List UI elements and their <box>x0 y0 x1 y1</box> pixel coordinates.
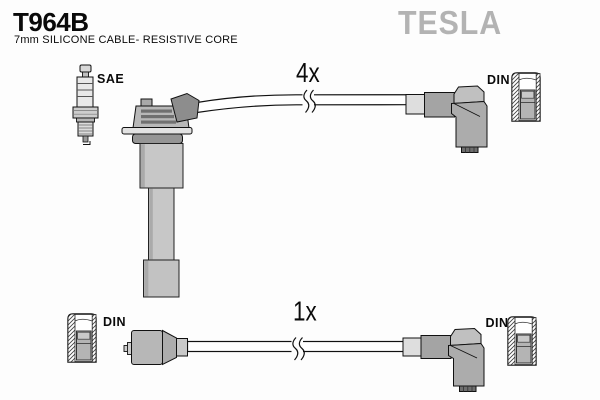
din-connector-icon-top-right <box>511 72 541 122</box>
angled-boot-top-right <box>405 85 488 153</box>
boot-entry-sleeve <box>402 337 422 357</box>
din-label-bottom-right: DIN <box>486 316 509 330</box>
product-description: 7mm SILICONE CABLE- RESISTIVE CORE <box>14 34 238 46</box>
din-label-bottom-left: DIN <box>103 315 126 329</box>
cable-break-icon-bottom <box>291 337 305 361</box>
din-connector-icon-bottom-right <box>507 316 537 366</box>
din-label-top-right: DIN <box>487 73 510 87</box>
ignition-cable-top <box>196 94 408 114</box>
boot-upper-body <box>139 143 184 189</box>
brand-logo: TESLA <box>398 4 503 41</box>
boot-tip-sleeve <box>143 259 180 298</box>
boot-taper <box>162 329 177 366</box>
boot-barrel <box>420 335 452 359</box>
quantity-label-top: 4x <box>296 58 320 89</box>
boot-entry-sleeve <box>405 94 426 115</box>
coil-on-plug-boot <box>121 92 200 298</box>
din-connector-icon-bottom-left <box>67 313 97 363</box>
part-number-title: T964B <box>13 7 89 37</box>
angled-boot-bottom-right <box>402 327 485 392</box>
boot-body <box>131 330 163 365</box>
boot-body <box>451 100 488 148</box>
straight-boot-bottom-left <box>123 329 188 366</box>
boot-flange <box>121 127 193 135</box>
cable-break-icon-top <box>302 89 316 113</box>
boot-elbow <box>170 92 200 123</box>
boot-barrel <box>424 92 455 118</box>
boot-body <box>448 342 485 387</box>
spark-plug-icon <box>72 64 99 145</box>
sae-label: SAE <box>97 72 124 86</box>
cable-sleeve <box>176 338 188 357</box>
quantity-label-bottom: 1x <box>293 296 317 327</box>
